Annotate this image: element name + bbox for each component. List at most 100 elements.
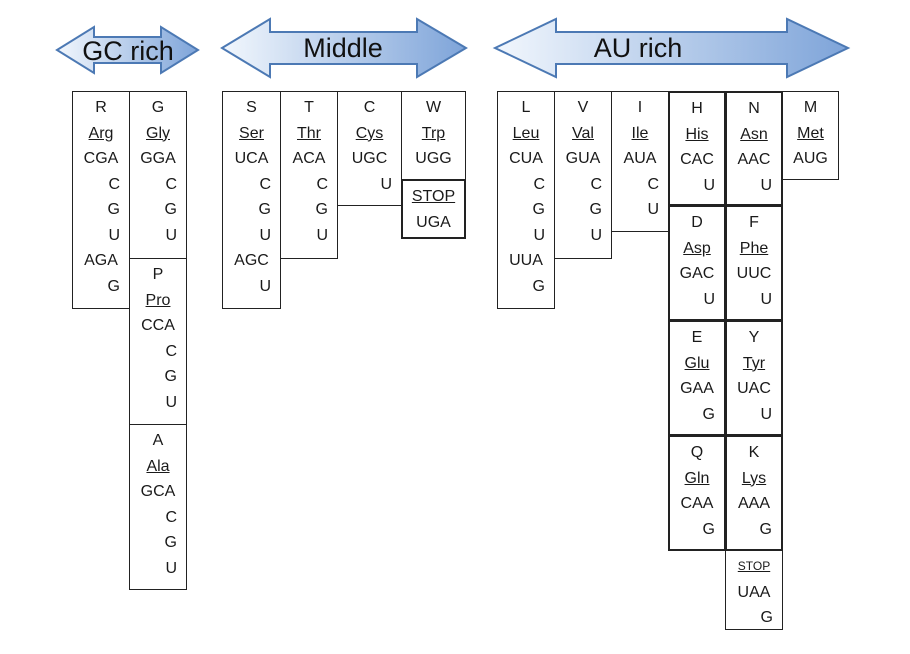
amino-name: Gln	[684, 469, 710, 487]
codon-text: G	[702, 405, 715, 423]
middle-label: Middle	[303, 33, 383, 63]
gc-rich-arrow	[55, 25, 200, 75]
codon-text: CCA	[141, 317, 175, 334]
amino-name: Phe	[739, 239, 769, 257]
codon-text: GAA	[680, 380, 714, 397]
amino-name: Leu	[512, 124, 540, 142]
amino-letter: R	[95, 99, 107, 116]
codon-text: CGA	[83, 150, 119, 167]
codon-text: UGA	[416, 213, 451, 231]
codon-text: U	[165, 559, 177, 577]
amino-letter: Q	[690, 444, 704, 461]
amino-name: Val	[572, 124, 594, 142]
amino-letter: P	[152, 266, 164, 283]
amino-letter: I	[637, 99, 643, 116]
amino-letter: S	[246, 99, 257, 116]
codon-text: UAC	[737, 380, 771, 397]
codon-text: C	[316, 175, 328, 193]
codon-text: U	[703, 176, 715, 194]
amino-name: Tyr	[742, 354, 766, 372]
codon-text: U	[590, 226, 602, 244]
amino-letter: L	[521, 99, 531, 116]
amino-letter: Y	[748, 329, 760, 346]
amino-letter: A	[152, 432, 164, 449]
codon-text: G	[164, 534, 177, 551]
codon-text: GCA	[140, 483, 176, 500]
codon-text: ACA	[292, 150, 326, 167]
amino-name: Pro	[145, 291, 171, 309]
codon-text: U	[760, 176, 772, 194]
amino-name: Met	[797, 124, 824, 142]
codon-text: G	[532, 201, 545, 218]
amino-name: Gly	[146, 124, 170, 142]
codon-text: C	[165, 175, 177, 193]
amino-name: Lys	[741, 469, 767, 487]
codon-text: U	[760, 405, 772, 423]
codon-text: GUA	[565, 150, 601, 167]
codon-text: U	[533, 226, 545, 244]
codon-text: AUA	[623, 150, 657, 167]
amino-name: Thr	[297, 124, 321, 142]
amino-letter: V	[577, 99, 589, 116]
codon-text: GGA	[140, 150, 176, 167]
codon-text: UAA	[737, 583, 771, 601]
amino-name: STOP	[737, 559, 771, 573]
codon-text: U	[259, 226, 271, 244]
codon-text: G	[589, 201, 602, 218]
amino-letter: E	[691, 329, 703, 346]
codon-text: U	[760, 290, 772, 308]
codon-text: U	[165, 226, 177, 244]
amino-letter: F	[749, 214, 759, 231]
codon-text: UGC	[351, 150, 388, 167]
codon-text: GAC	[679, 265, 715, 282]
amino-letter: G	[151, 99, 165, 116]
codon-text: U	[703, 290, 715, 308]
codon-text: C	[533, 175, 545, 193]
amino-name: Glu	[684, 354, 710, 372]
codon-text: AAA	[737, 495, 770, 512]
middle-arrow	[220, 17, 468, 79]
codon-text: C	[165, 342, 177, 360]
amino-name: Trp	[421, 124, 446, 142]
codon-text: CAA	[680, 495, 714, 512]
codon-text: U	[259, 277, 271, 295]
codon-text: U	[380, 175, 392, 193]
au-rich-label: AU rich	[593, 33, 683, 63]
amino-letter: T	[304, 99, 314, 116]
amino-letter: K	[748, 444, 760, 461]
codon-text: U	[108, 226, 120, 244]
amino-name: Arg	[88, 124, 114, 142]
amino-name: Cys	[355, 124, 384, 142]
codon-text: AGA	[84, 252, 118, 269]
au-rich-arrow	[492, 17, 851, 79]
amino-letter: H	[691, 100, 703, 117]
codon-text: G	[164, 368, 177, 385]
codon-text: UUA	[509, 252, 543, 269]
codon-text: G	[759, 520, 772, 538]
amino-name: Asn	[740, 125, 768, 143]
amino-name: Ser	[239, 124, 264, 142]
amino-letter: M	[803, 99, 818, 116]
amino-letter: N	[748, 100, 760, 117]
codon-text: G	[702, 520, 715, 538]
amino-name: Ala	[146, 457, 170, 475]
codon-text: UGG	[415, 150, 452, 167]
codon-text: U	[647, 201, 659, 218]
codon-text: G	[107, 277, 120, 295]
codon-text: C	[590, 175, 602, 193]
codon-text: C	[647, 175, 659, 193]
